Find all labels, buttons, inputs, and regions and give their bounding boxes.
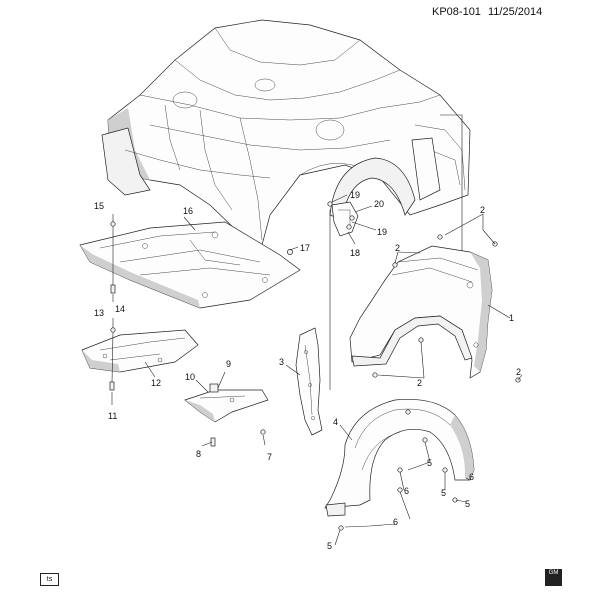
ts-badge: ts bbox=[40, 573, 59, 586]
gm-logo: GM bbox=[545, 569, 562, 586]
callout-8: 8 bbox=[196, 449, 201, 459]
callout-6-bottom: 6 bbox=[393, 517, 398, 527]
callout-14: 14 bbox=[115, 304, 125, 314]
callout-13: 13 bbox=[94, 308, 104, 318]
part-10-bracket bbox=[184, 383, 269, 423]
callout-15: 15 bbox=[94, 201, 104, 211]
leader-lines bbox=[111, 194, 523, 546]
leader-structure-2 bbox=[440, 114, 463, 260]
part-12-splash-shield bbox=[81, 329, 199, 373]
callout-20: 20 bbox=[374, 199, 384, 209]
front-structure bbox=[101, 19, 471, 246]
callout-labels: 15 16 17 14 13 12 11 10 9 8 7 3 19 20 19… bbox=[94, 190, 521, 551]
part-16-lower-shield bbox=[79, 221, 301, 309]
callout-11: 11 bbox=[108, 411, 117, 421]
callout-19-top: 19 bbox=[350, 190, 360, 200]
callout-3: 3 bbox=[279, 357, 284, 367]
callout-2-top-right: 2 bbox=[480, 205, 485, 215]
callout-16: 16 bbox=[183, 206, 193, 216]
callout-6-right: 6 bbox=[469, 472, 474, 482]
callout-19-bottom: 19 bbox=[377, 227, 387, 237]
diagram-header: KP08-101 11/25/2014 bbox=[432, 6, 542, 18]
part-4-wheelhouse-liner bbox=[324, 399, 475, 517]
part-18-bracket bbox=[327, 201, 359, 237]
callout-18: 18 bbox=[350, 248, 360, 258]
callout-2-left: 2 bbox=[395, 243, 400, 253]
callout-5-middle: 5 bbox=[441, 488, 446, 498]
callout-12: 12 bbox=[151, 378, 161, 388]
callout-17: 17 bbox=[300, 243, 310, 253]
callout-5-right: 5 bbox=[465, 499, 470, 509]
callout-4: 4 bbox=[333, 417, 338, 427]
callout-9: 9 bbox=[226, 359, 231, 369]
callout-6-middle: 6 bbox=[404, 486, 409, 496]
callout-2-bottom: 2 bbox=[417, 378, 422, 388]
callout-5-bottom: 5 bbox=[327, 541, 332, 551]
part-1-fender bbox=[349, 245, 493, 379]
diagram-code: KP08-101 bbox=[432, 6, 481, 18]
callout-7: 7 bbox=[267, 452, 272, 462]
callout-5-upper: 5 bbox=[427, 458, 432, 468]
callout-10: 10 bbox=[185, 372, 195, 382]
callout-1: 1 bbox=[509, 313, 514, 323]
diagram-date: 11/25/2014 bbox=[488, 6, 543, 18]
part-3-air-deflector bbox=[295, 327, 323, 436]
callout-2-right: 2 bbox=[516, 367, 521, 377]
